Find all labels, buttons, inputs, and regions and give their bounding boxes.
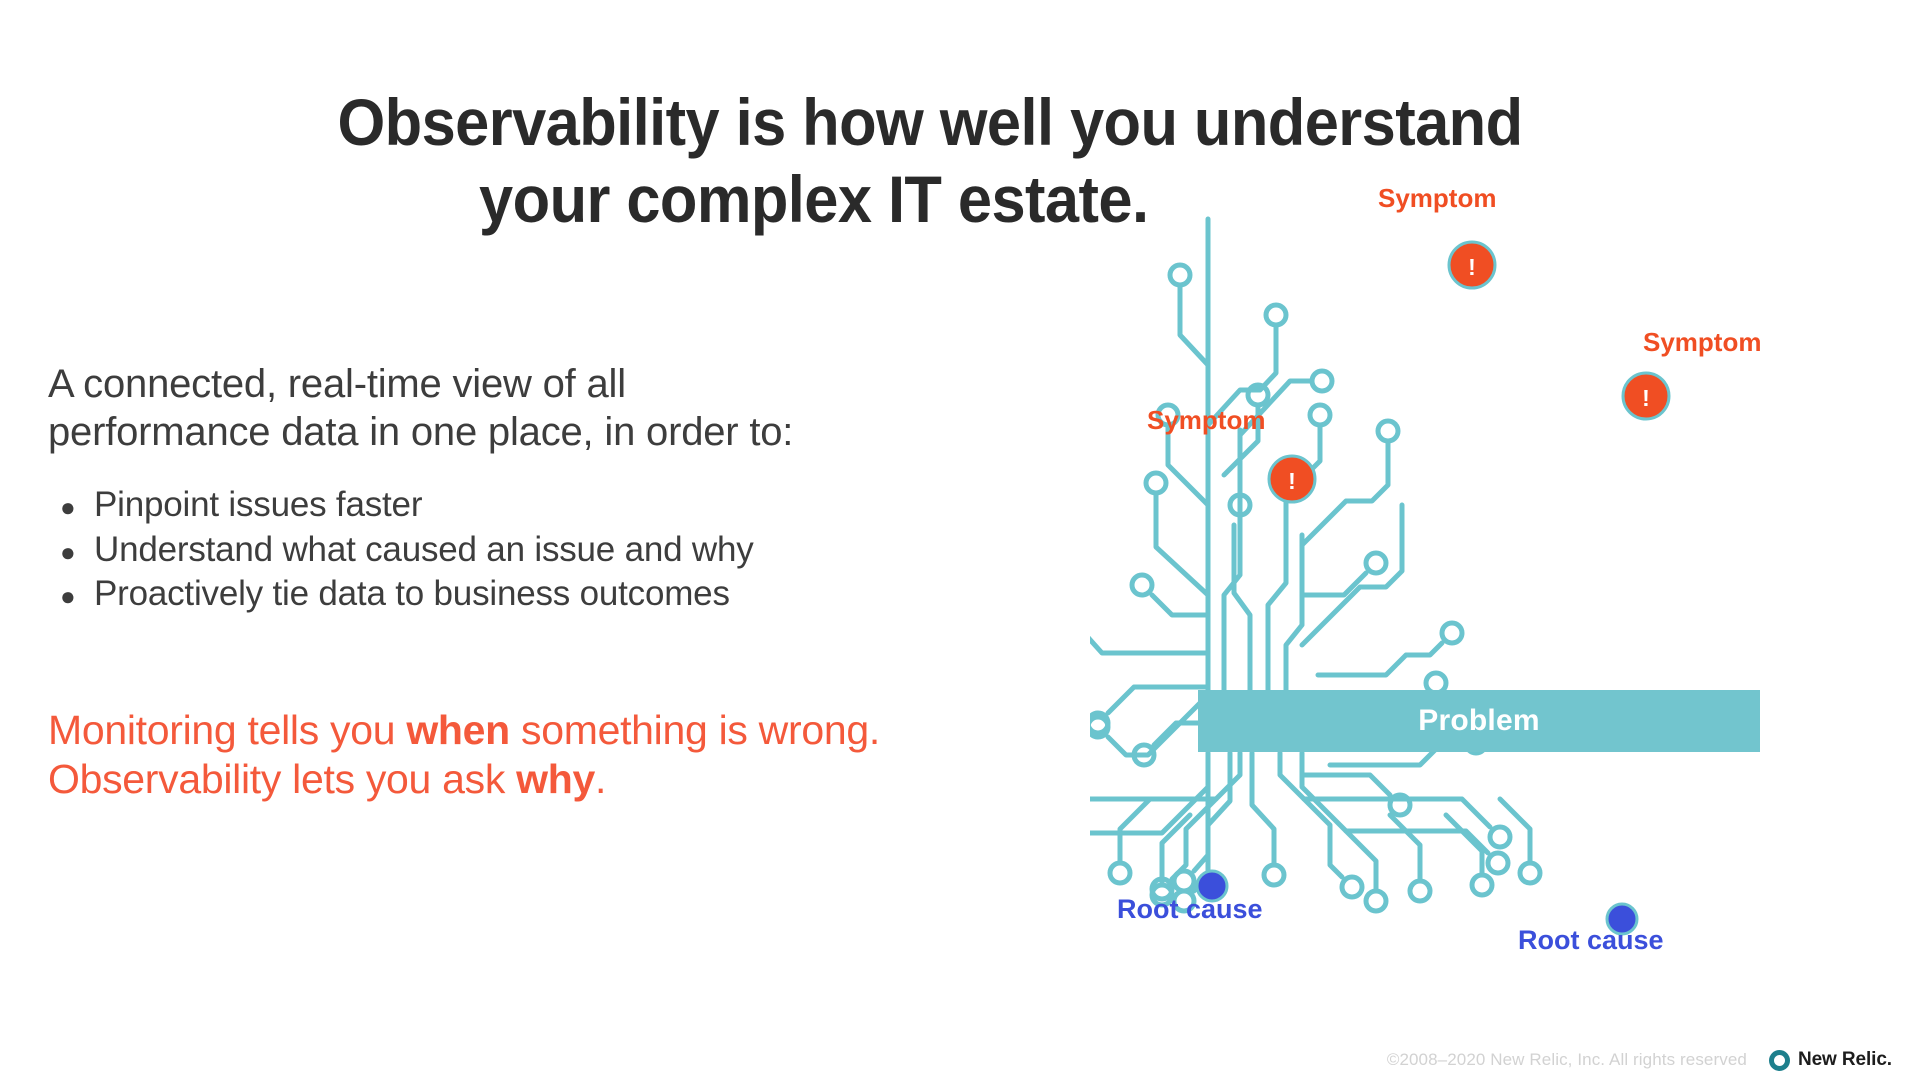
lede-paragraph: A connected, real-time view of all perfo… — [48, 360, 838, 457]
root-cause-label-right: Root cause — [1518, 925, 1664, 955]
bullet-icon: ● — [60, 536, 76, 567]
new-relic-logo: New Relic. — [1768, 1049, 1892, 1071]
emphasis-part-3: . — [595, 756, 607, 803]
bullet-icon: ● — [60, 581, 76, 612]
list-item: ● Understand what caused an issue and wh… — [48, 528, 1068, 573]
emphasis-bold-when: when — [406, 707, 510, 753]
lede-line-2: performance data in one place, in order … — [48, 410, 794, 455]
emphasis-part-2: something is wrong. Observability lets y… — [48, 707, 880, 803]
list-item-label: Pinpoint issues faster — [94, 484, 423, 524]
new-relic-mark-icon — [1768, 1049, 1790, 1071]
tree-branches — [1090, 216, 1543, 914]
benefits-list: ● Pinpoint issues faster ● Understand wh… — [48, 483, 1068, 617]
page-title-line-1: Observability is how well you understand — [337, 85, 1523, 160]
list-item: ● Pinpoint issues faster — [48, 483, 1068, 528]
emphasis-bold-why: why — [516, 756, 595, 803]
problem-bar: Problem — [1198, 690, 1760, 752]
list-item-label: Understand what caused an issue and why — [94, 529, 754, 569]
symptom-label-top: Symptom — [1378, 183, 1497, 213]
copyright-text: ©2008–2020 New Relic, Inc. All rights re… — [1386, 1050, 1747, 1069]
symptom-label-left: Symptom — [1147, 405, 1266, 435]
content-column: A connected, real-time view of all perfo… — [48, 360, 1068, 617]
page-title: Observability is how well you understand… — [205, 84, 1656, 237]
list-item-label: Proactively tie data to business outcome… — [94, 574, 730, 614]
list-item: ● Proactively tie data to business outco… — [48, 572, 1068, 617]
bullet-icon: ● — [60, 491, 76, 522]
circuit-tree-svg — [1090, 216, 1543, 914]
page-title-line-2: your complex IT estate. — [479, 161, 1149, 236]
lede-line-1: A connected, real-time view of all — [48, 362, 626, 406]
problem-label: Problem — [1418, 704, 1540, 737]
symptom-label-right: Symptom — [1643, 327, 1762, 357]
circuit-tree-diagram — [1090, 175, 1880, 985]
new-relic-wordmark: New Relic. — [1797, 1049, 1892, 1070]
emphasis-part-1: Monitoring tells you — [48, 707, 407, 753]
footer: ©2008–2020 New Relic, Inc. All rights re… — [0, 1043, 1920, 1077]
root-cause-label-left: Root cause — [1117, 894, 1263, 924]
emphasis-paragraph: Monitoring tells you when something is w… — [48, 706, 988, 804]
